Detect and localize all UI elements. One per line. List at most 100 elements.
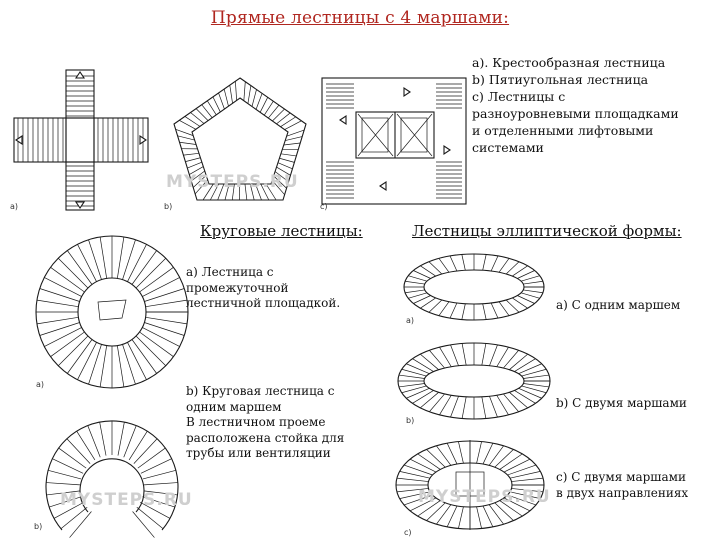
caption-line: b) Круговая лестница с xyxy=(186,384,335,398)
stair-tread xyxy=(514,358,536,372)
stair-tread xyxy=(191,170,205,182)
legend-line: а). Крестообразная лестница xyxy=(472,55,666,70)
stair-tread xyxy=(521,368,547,377)
stair-tread xyxy=(244,183,248,201)
watermark: MYSTEPS.RU xyxy=(60,490,193,510)
stair-tread xyxy=(399,491,431,499)
stair-tread xyxy=(122,239,136,280)
stair-tread xyxy=(184,116,201,127)
circular-stairs-heading: Круговые лестницы: xyxy=(200,222,363,240)
stair-tread xyxy=(133,438,158,464)
stair-tread xyxy=(212,96,221,113)
stair-tread xyxy=(50,331,85,357)
caption-line: в двух направлениях xyxy=(556,485,689,500)
stair-tread xyxy=(201,104,213,118)
stair-tread xyxy=(406,387,430,399)
stair-tread xyxy=(60,506,88,530)
caption-line: лестничной площадкой. xyxy=(186,296,341,310)
stair-tread xyxy=(403,464,433,476)
stair-tread xyxy=(507,464,537,476)
stair-tread xyxy=(88,239,102,280)
stair-tread xyxy=(268,104,280,119)
stair-tread xyxy=(476,441,482,464)
stair-tread xyxy=(77,244,97,282)
stair-tread xyxy=(286,129,305,137)
stair-tread xyxy=(461,343,467,366)
stair-tread xyxy=(498,258,510,273)
elliptical-stair-two-directions xyxy=(395,440,545,530)
legend-line: и отделенными лифтовыми xyxy=(472,123,654,138)
stair-tread xyxy=(511,477,544,482)
stair-tread xyxy=(99,236,108,279)
stair-tread xyxy=(229,85,233,104)
stair-tread xyxy=(243,81,246,101)
stair-tread xyxy=(439,395,452,416)
stair-tread xyxy=(518,363,542,375)
stair-tread xyxy=(280,116,296,128)
stair-tread xyxy=(139,267,174,293)
stair-tread xyxy=(52,458,84,474)
stair-tread xyxy=(401,368,427,377)
stair-tread xyxy=(512,297,528,309)
stair-tread xyxy=(137,447,166,469)
stair-tread xyxy=(36,316,79,325)
stair-tread xyxy=(131,250,157,285)
stair-tread xyxy=(496,395,509,416)
stair-tread xyxy=(247,85,252,104)
stair-tread xyxy=(116,236,125,279)
straight-stairs-legend: а). Крестообразная лестница b) Пятиуголь… xyxy=(472,54,679,156)
stair-tread xyxy=(429,350,445,369)
stair-tread xyxy=(413,270,431,279)
stair-tread xyxy=(273,175,287,189)
stair-tread xyxy=(260,183,270,201)
stair-tread xyxy=(50,267,85,293)
stair-tread xyxy=(481,343,487,366)
caption-line: промежуточной xyxy=(186,280,289,295)
stair-tread xyxy=(450,344,459,366)
stair-tread xyxy=(420,392,439,409)
stair-tread xyxy=(224,183,230,201)
stair-tread xyxy=(271,180,285,195)
stair-tread xyxy=(144,322,185,336)
stair-tread xyxy=(185,157,201,162)
stair-tread xyxy=(277,162,293,170)
stair-tread xyxy=(426,502,446,521)
stair-tread xyxy=(128,431,148,461)
stair-tread xyxy=(140,458,172,474)
stair-tread xyxy=(285,136,303,141)
stair-tread xyxy=(514,390,536,404)
stair-tread xyxy=(192,175,207,188)
stair-tread xyxy=(46,482,81,486)
stair-tread xyxy=(505,261,520,275)
stair-tread xyxy=(446,505,458,527)
legend-line: системами xyxy=(472,140,544,155)
stair-tread xyxy=(412,358,434,372)
stair-tread xyxy=(231,183,235,201)
stair-tread xyxy=(499,500,523,517)
stair-tread xyxy=(520,275,540,282)
stair-tread xyxy=(67,339,93,374)
stair-tread xyxy=(420,297,436,309)
stair-tread xyxy=(505,299,520,313)
elliptical-label-c: с) xyxy=(404,528,412,537)
stair-tread xyxy=(398,383,425,388)
stair-tread xyxy=(509,353,528,370)
stair-tread xyxy=(280,153,297,157)
stair-tread xyxy=(409,497,437,512)
stair-tread xyxy=(401,385,427,394)
stair-tread xyxy=(489,344,498,366)
stair-tread xyxy=(251,89,257,107)
circular-a-caption: а) Лестница с промежуточной лестничной п… xyxy=(186,265,340,312)
stair-tread xyxy=(274,171,289,183)
stair-tread xyxy=(139,501,171,519)
stair-tread xyxy=(417,500,441,517)
stair-tread xyxy=(179,141,197,145)
stair-tread xyxy=(142,277,180,297)
stair-tread xyxy=(417,453,441,470)
stair-tread xyxy=(436,504,452,525)
stair-tread xyxy=(202,183,214,201)
stair-tread xyxy=(210,183,219,201)
stair-tread xyxy=(498,301,510,316)
